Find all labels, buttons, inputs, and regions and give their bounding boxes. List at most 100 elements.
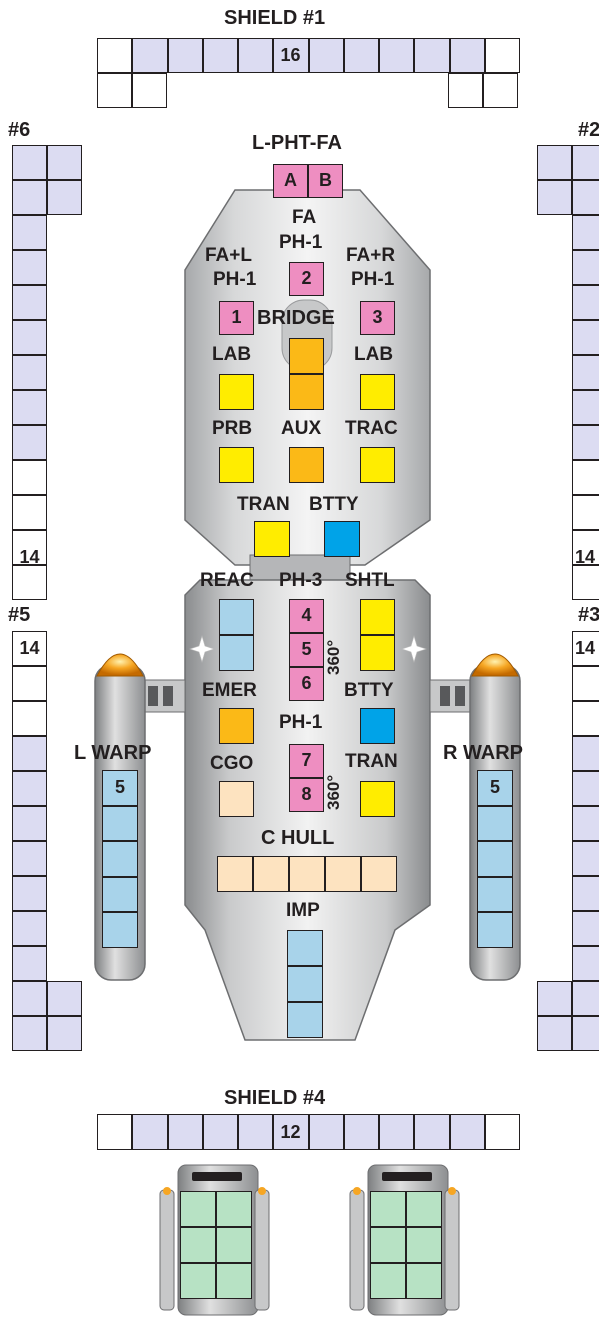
shuttle-bay-box[interactable] xyxy=(370,1191,406,1227)
shuttle-box-2[interactable] xyxy=(360,635,395,671)
shield-1-box[interactable] xyxy=(238,38,274,73)
shield-6-box[interactable] xyxy=(12,145,47,180)
shuttle-bay-box[interactable] xyxy=(370,1227,406,1263)
shield-3-box[interactable] xyxy=(572,946,599,981)
shield-1-box[interactable] xyxy=(132,38,168,73)
shield-4-box[interactable] xyxy=(449,1114,485,1150)
left-warp-box[interactable] xyxy=(102,876,138,912)
shield-1-box[interactable] xyxy=(343,38,379,73)
shield-1-box[interactable] xyxy=(449,38,485,73)
shield-4-box[interactable] xyxy=(132,1114,168,1150)
shield-1-box[interactable] xyxy=(379,38,415,73)
weapon-box-1[interactable] xyxy=(219,301,254,335)
bridge-box-2[interactable] xyxy=(289,374,324,410)
shield-1-box[interactable] xyxy=(414,38,450,73)
shield-2-box[interactable] xyxy=(572,530,599,565)
weapon-box-6[interactable] xyxy=(289,667,324,701)
shield-6-box[interactable] xyxy=(12,250,47,285)
weapon-box-2[interactable] xyxy=(289,262,324,296)
cargo-box[interactable] xyxy=(219,781,254,817)
probe-box[interactable] xyxy=(219,447,254,483)
shuttle-bay-box[interactable] xyxy=(406,1263,442,1299)
right-warp-box[interactable] xyxy=(477,876,513,912)
transporter-box-saucer[interactable] xyxy=(254,521,290,557)
right-warp-box[interactable] xyxy=(477,841,513,877)
shield-1-box[interactable] xyxy=(483,73,519,108)
shield-1-box[interactable] xyxy=(97,73,133,108)
shield-4-box[interactable] xyxy=(484,1114,520,1150)
shuttle-bay-box[interactable] xyxy=(216,1227,252,1263)
shield-5-box[interactable] xyxy=(12,911,47,946)
shield-2-box[interactable] xyxy=(572,495,599,530)
shield-5-box[interactable] xyxy=(12,806,47,841)
shield-3-box[interactable] xyxy=(537,981,572,1016)
shield-1-box[interactable] xyxy=(97,38,133,73)
weapon-box-4[interactable] xyxy=(289,599,324,633)
shield-5-box[interactable] xyxy=(12,701,47,736)
shield-5-box[interactable] xyxy=(47,1016,82,1051)
shield-3-box[interactable] xyxy=(572,806,599,841)
shield-1-box[interactable] xyxy=(202,38,238,73)
shield-2-box[interactable] xyxy=(572,320,599,355)
shield-3-box[interactable] xyxy=(572,876,599,911)
weapon-box-b[interactable] xyxy=(308,164,343,198)
shuttle-bay-box[interactable] xyxy=(216,1191,252,1227)
left-warp-box[interactable] xyxy=(102,841,138,877)
left-warp-box[interactable] xyxy=(102,770,138,806)
emer-box[interactable] xyxy=(219,708,254,744)
shield-4-box[interactable] xyxy=(379,1114,415,1150)
shield-6-box[interactable] xyxy=(12,390,47,425)
shield-4-box[interactable] xyxy=(238,1114,274,1150)
shield-6-box[interactable] xyxy=(12,425,47,460)
shuttle-bay-box[interactable] xyxy=(180,1191,216,1227)
shield-5-box[interactable] xyxy=(12,876,47,911)
shield-1-box[interactable] xyxy=(448,73,484,108)
c-hull-box-2[interactable] xyxy=(253,856,289,892)
weapon-box-3[interactable] xyxy=(360,301,395,335)
shield-6-box[interactable] xyxy=(47,180,82,215)
c-hull-box-3[interactable] xyxy=(289,856,325,892)
shield-3-box[interactable] xyxy=(572,981,599,1016)
shield-4-box[interactable] xyxy=(308,1114,344,1150)
shield-2-box[interactable] xyxy=(572,425,599,460)
weapon-box-8[interactable] xyxy=(289,778,324,812)
shield-6-box[interactable] xyxy=(12,285,47,320)
reactor-box-1[interactable] xyxy=(219,599,254,635)
shuttle-bay-box[interactable] xyxy=(180,1227,216,1263)
shield-4-box[interactable] xyxy=(167,1114,203,1150)
shield-2-box[interactable] xyxy=(572,565,599,600)
shield-4-box[interactable] xyxy=(202,1114,238,1150)
transporter-box-eng[interactable] xyxy=(360,781,395,817)
shield-3-box[interactable] xyxy=(572,771,599,806)
shield-3-box[interactable] xyxy=(572,1016,599,1051)
shield-6-box[interactable] xyxy=(12,565,47,600)
shield-1-box[interactable] xyxy=(132,73,168,108)
weapon-box-a[interactable] xyxy=(273,164,308,198)
shield-2-box[interactable] xyxy=(572,215,599,250)
shield-1-box[interactable] xyxy=(167,38,203,73)
shield-3-box[interactable] xyxy=(572,911,599,946)
shield-6-box[interactable] xyxy=(47,145,82,180)
shield-5-box[interactable] xyxy=(12,1016,47,1051)
shield-3-box[interactable] xyxy=(572,701,599,736)
shield-2-box[interactable] xyxy=(572,355,599,390)
weapon-box-5[interactable] xyxy=(289,633,324,667)
shuttle-box-1[interactable] xyxy=(360,599,395,635)
tractor-box[interactable] xyxy=(360,447,395,483)
shuttle-bay-box[interactable] xyxy=(406,1227,442,1263)
shuttle-bay-box[interactable] xyxy=(406,1191,442,1227)
shield-4-box[interactable] xyxy=(97,1114,133,1150)
shield-5-box[interactable] xyxy=(12,981,47,1016)
shield-2-box[interactable] xyxy=(572,145,599,180)
c-hull-box-5[interactable] xyxy=(361,856,397,892)
impulse-box-3[interactable] xyxy=(287,1002,323,1038)
shield-2-box[interactable] xyxy=(572,460,599,495)
shield-2-box[interactable] xyxy=(572,180,599,215)
shield-1-box[interactable] xyxy=(308,38,344,73)
shuttle-bay-box[interactable] xyxy=(180,1263,216,1299)
reactor-box-2[interactable] xyxy=(219,635,254,671)
impulse-box-2[interactable] xyxy=(287,966,323,1002)
shield-5-box[interactable] xyxy=(12,736,47,771)
shield-4-box[interactable] xyxy=(343,1114,379,1150)
battery-box-eng[interactable] xyxy=(360,708,395,744)
